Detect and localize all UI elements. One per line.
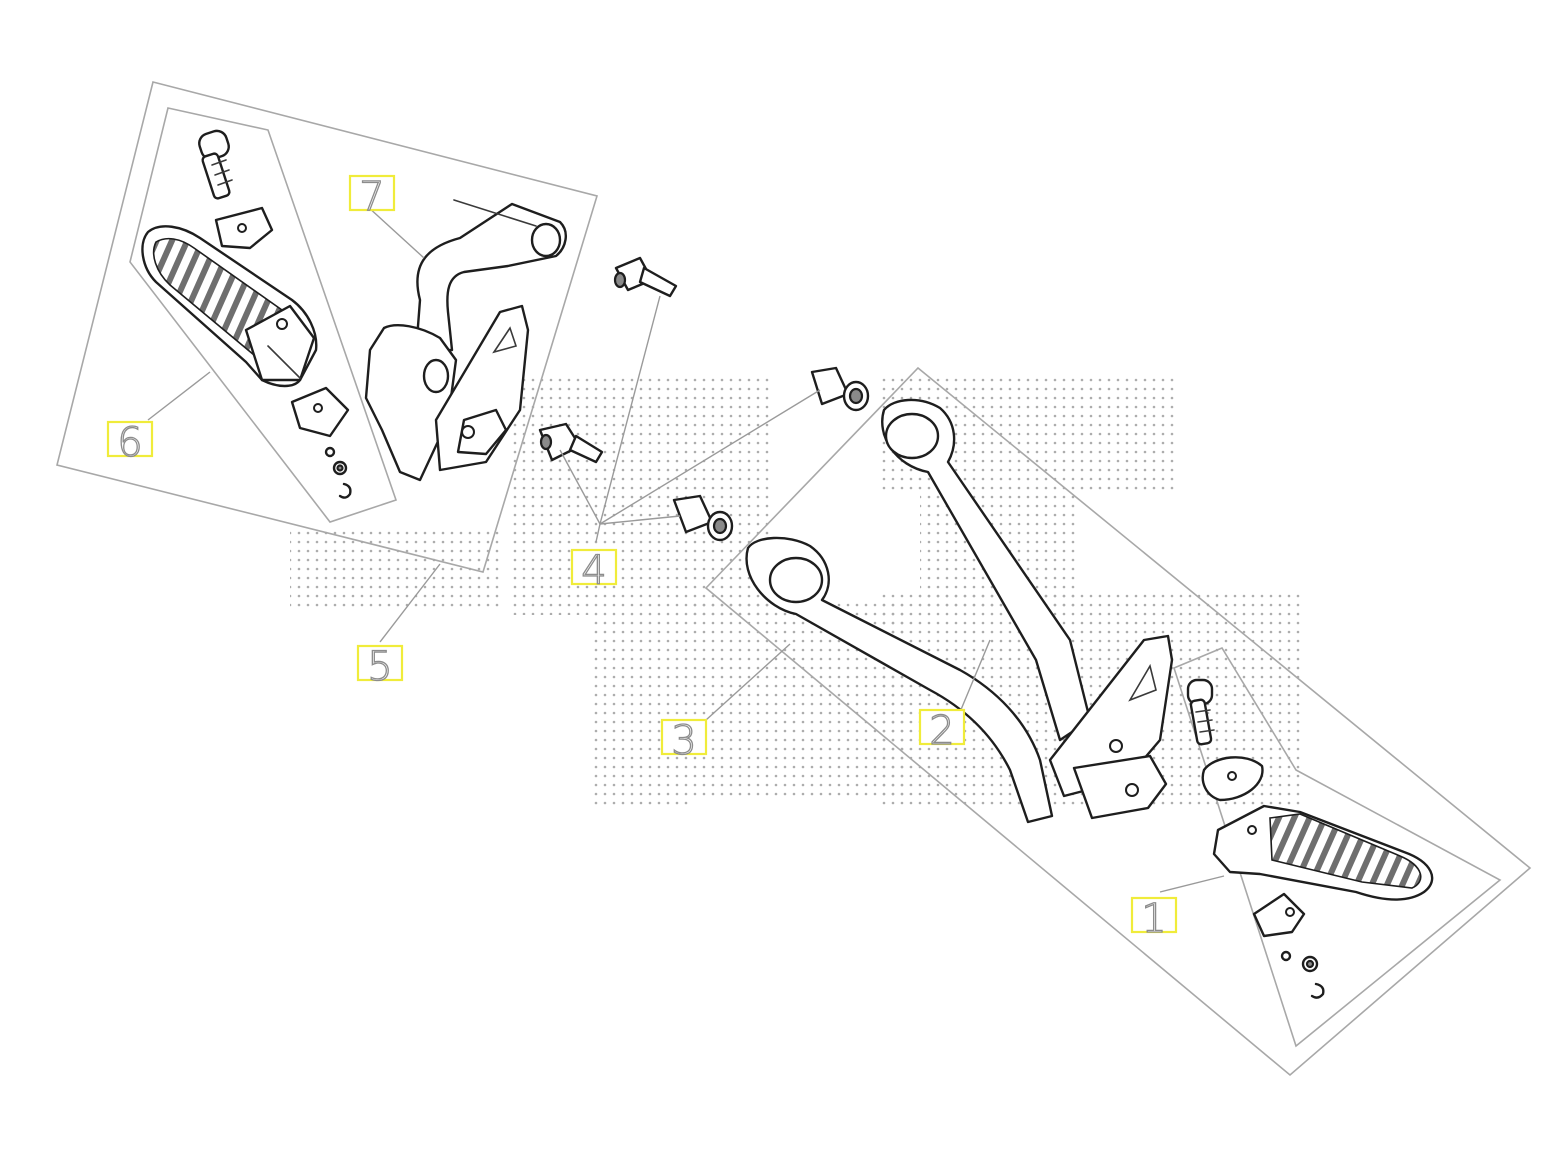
callout-1: 1 — [1130, 895, 1178, 943]
svg-text:5: 5 — [367, 644, 392, 690]
bolt-part — [810, 366, 870, 412]
leader-lines — [147, 195, 1225, 893]
footpeg-part — [141, 225, 318, 388]
svg-text:4: 4 — [581, 548, 606, 594]
right-assembly-outline — [704, 366, 1532, 1077]
footpeg-plate-part — [290, 386, 350, 438]
bolt-part — [538, 422, 604, 464]
footpeg-plate-part — [1252, 892, 1306, 938]
bolt-part — [613, 256, 678, 298]
bracket-part — [364, 199, 567, 482]
callout-3: 3 — [660, 717, 708, 765]
pedal-arm-part — [881, 398, 1092, 742]
svg-text:2: 2 — [929, 708, 954, 754]
bracket-part — [1048, 634, 1174, 820]
callout-7: 7 — [348, 173, 396, 221]
left-assembly-outline — [56, 81, 599, 573]
callout-2: 2 — [918, 707, 966, 755]
pedal-arm-part — [745, 536, 1054, 824]
bolt-part — [198, 129, 233, 200]
washer-plate-part — [1201, 756, 1264, 802]
bolt-part — [672, 494, 734, 542]
callout-6: 6 — [106, 419, 154, 467]
svg-text:7: 7 — [359, 174, 384, 220]
svg-text:1: 1 — [1141, 896, 1166, 942]
right-footpeg-sub-outline — [1173, 646, 1502, 1048]
callout-4: 4 — [570, 547, 618, 595]
svg-text:6: 6 — [117, 420, 142, 466]
footpeg-part — [1212, 804, 1434, 901]
washer-plate-part — [214, 206, 274, 250]
callout-5: 5 — [356, 643, 404, 691]
svg-text:3: 3 — [671, 718, 696, 764]
small-spring-part — [1280, 950, 1325, 999]
bolt-part — [1186, 678, 1215, 746]
left-footpeg-sub-outline — [129, 107, 398, 523]
small-spring-part — [324, 446, 352, 499]
